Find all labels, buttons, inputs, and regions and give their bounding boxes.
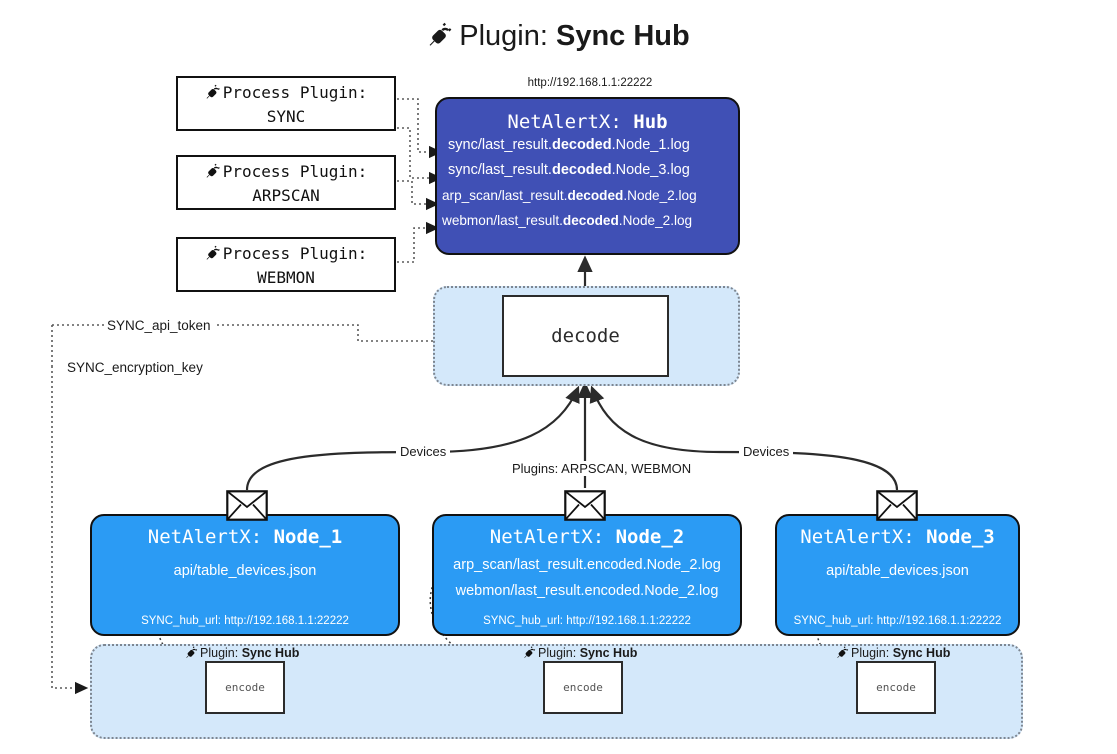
node-hub-url-footer: SYNC_hub_url: http://192.168.1.1:22222 (483, 615, 691, 627)
page-title: Plugin: Sync Hub (0, 16, 1117, 56)
process-plugin-line1: Process Plugin: (178, 81, 394, 105)
node-hub-url-footer: SYNC_hub_url: http://192.168.1.1:22222 (793, 615, 1002, 627)
envelope-icon (876, 490, 918, 521)
plug-icon (206, 163, 220, 178)
plug-icon (186, 646, 198, 658)
hub-title-name: Hub (633, 111, 668, 133)
hub-url-label: http://192.168.1.1:22222 (527, 77, 653, 89)
label-sync-api-token: SYNC_api_token (104, 318, 214, 333)
process-plugin-line2: SYNC (266, 107, 306, 126)
node-box-node-3[interactable]: NetAlertX: Node_3 api/table_devices.json… (775, 514, 1020, 636)
process-plugin-arpscan[interactable]: Process Plugin: ARPSCAN (176, 155, 396, 210)
hub-title-prefix: NetAlertX: (507, 111, 634, 133)
hub-title: NetAlertX: Hub (437, 111, 738, 133)
label-sync-encryption-key: SYNC_encryption_key (64, 360, 206, 375)
hub-node-box[interactable]: NetAlertX: Hub sync/last_result.decoded.… (435, 97, 740, 255)
node-box-node-1[interactable]: NetAlertX: Node_1 api/table_devices.json… (90, 514, 400, 636)
plug-icon (837, 646, 849, 658)
node-file-list: arp_scan/last_result.encoded.Node_2.log … (434, 552, 740, 604)
node-file-line: api/table_devices.json (826, 563, 969, 579)
process-plugin-line2: ARPSCAN (252, 186, 320, 205)
label-plugins-center: Plugins: ARPSCAN, WEBMON (508, 461, 696, 476)
encode-box[interactable]: encode (856, 661, 936, 714)
process-plugin-line2: WEBMON (257, 268, 315, 287)
encode-caption: Plugin: Sync Hub (523, 645, 637, 660)
node-title: NetAlertX: Node_3 (800, 526, 995, 548)
encode-caption: Plugin: Sync Hub (185, 645, 299, 660)
page-title-name: Sync Hub (555, 20, 690, 52)
envelope-icon (564, 490, 606, 521)
node-title: NetAlertX: Node_2 (489, 526, 685, 548)
node-file-line: webmon/last_result.encoded.Node_2.log (455, 583, 719, 599)
plug-icon (524, 646, 536, 658)
process-plugin-line1: Process Plugin: (178, 160, 394, 184)
plug-icon (206, 84, 220, 99)
node-title: NetAlertX: Node_1 (147, 526, 343, 548)
envelope-icon (226, 490, 268, 521)
process-plugin-line1: Process Plugin: (178, 242, 394, 266)
label-devices-right: Devices (739, 444, 794, 459)
encode-box[interactable]: encode (543, 661, 623, 714)
process-plugin-sync[interactable]: Process Plugin: SYNC (176, 76, 396, 131)
page-title-prefix: Plugin: (459, 20, 556, 52)
hub-log-line: sync/last_result.decoded.Node_1.log (448, 137, 690, 153)
decode-box[interactable]: decode (502, 295, 669, 377)
node-box-node-2[interactable]: NetAlertX: Node_2 arp_scan/last_result.e… (432, 514, 742, 636)
node-file-line: api/table_devices.json (173, 563, 317, 579)
node-hub-url-footer: SYNC_hub_url: http://192.168.1.1:22222 (141, 615, 349, 627)
hub-log-line: sync/last_result.decoded.Node_3.log (448, 162, 690, 178)
process-plugin-webmon[interactable]: Process Plugin: WEBMON (176, 237, 396, 292)
node-file-line: arp_scan/last_result.encoded.Node_2.log (453, 557, 721, 573)
hub-log-line: arp_scan/last_result.decoded.Node_2.log (442, 188, 697, 203)
hub-log-line: webmon/last_result.decoded.Node_2.log (442, 213, 693, 228)
encode-caption: Plugin: Sync Hub (836, 645, 950, 660)
encode-box[interactable]: encode (205, 661, 285, 714)
plug-icon (429, 22, 452, 46)
label-devices-left: Devices (396, 444, 451, 459)
plug-icon (206, 245, 220, 260)
